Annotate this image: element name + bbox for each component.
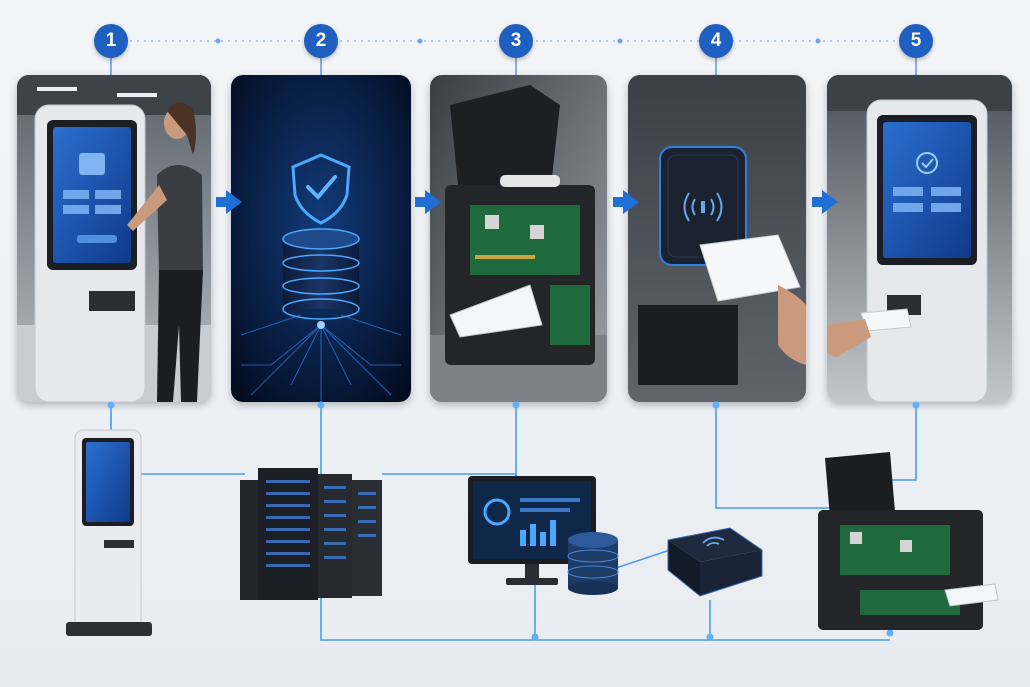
kiosk-icon xyxy=(34,104,146,402)
arrow-step-2-to-3 xyxy=(415,190,441,214)
person-figure xyxy=(127,102,203,402)
server-rack-icon xyxy=(240,468,382,600)
arrow-step-1-to-2 xyxy=(216,190,242,214)
arrow-step-3-to-4 xyxy=(613,190,639,214)
step-3-panel-card-dispenser xyxy=(430,75,607,402)
step-1-panel-user-at-kiosk xyxy=(17,75,211,402)
top-timeline xyxy=(110,38,917,75)
card-dispenser-icon xyxy=(445,85,595,365)
step-2-badge: 2 xyxy=(304,24,338,58)
step-5-badge: 5 xyxy=(899,24,933,58)
network-diagram xyxy=(66,401,999,641)
database-icon xyxy=(567,532,619,595)
contactless-icon xyxy=(667,527,763,597)
step-3-badge: 3 xyxy=(499,24,533,58)
step-5-panel-card-dispensed xyxy=(827,75,1012,402)
database-icon xyxy=(282,228,360,320)
step-4-badge: 4 xyxy=(699,24,733,58)
card-dispenser-icon xyxy=(818,452,999,630)
step-2-panel-secure-database xyxy=(231,75,411,402)
kiosk-icon xyxy=(866,99,988,402)
arrow-step-4-to-5 xyxy=(812,190,838,214)
kiosk-icon xyxy=(66,429,152,636)
shield-check-icon xyxy=(291,153,351,225)
rfid-reader-icon xyxy=(659,146,747,266)
step-4-panel-rfid-reader xyxy=(628,75,806,402)
step-1-badge: 1 xyxy=(94,24,128,58)
